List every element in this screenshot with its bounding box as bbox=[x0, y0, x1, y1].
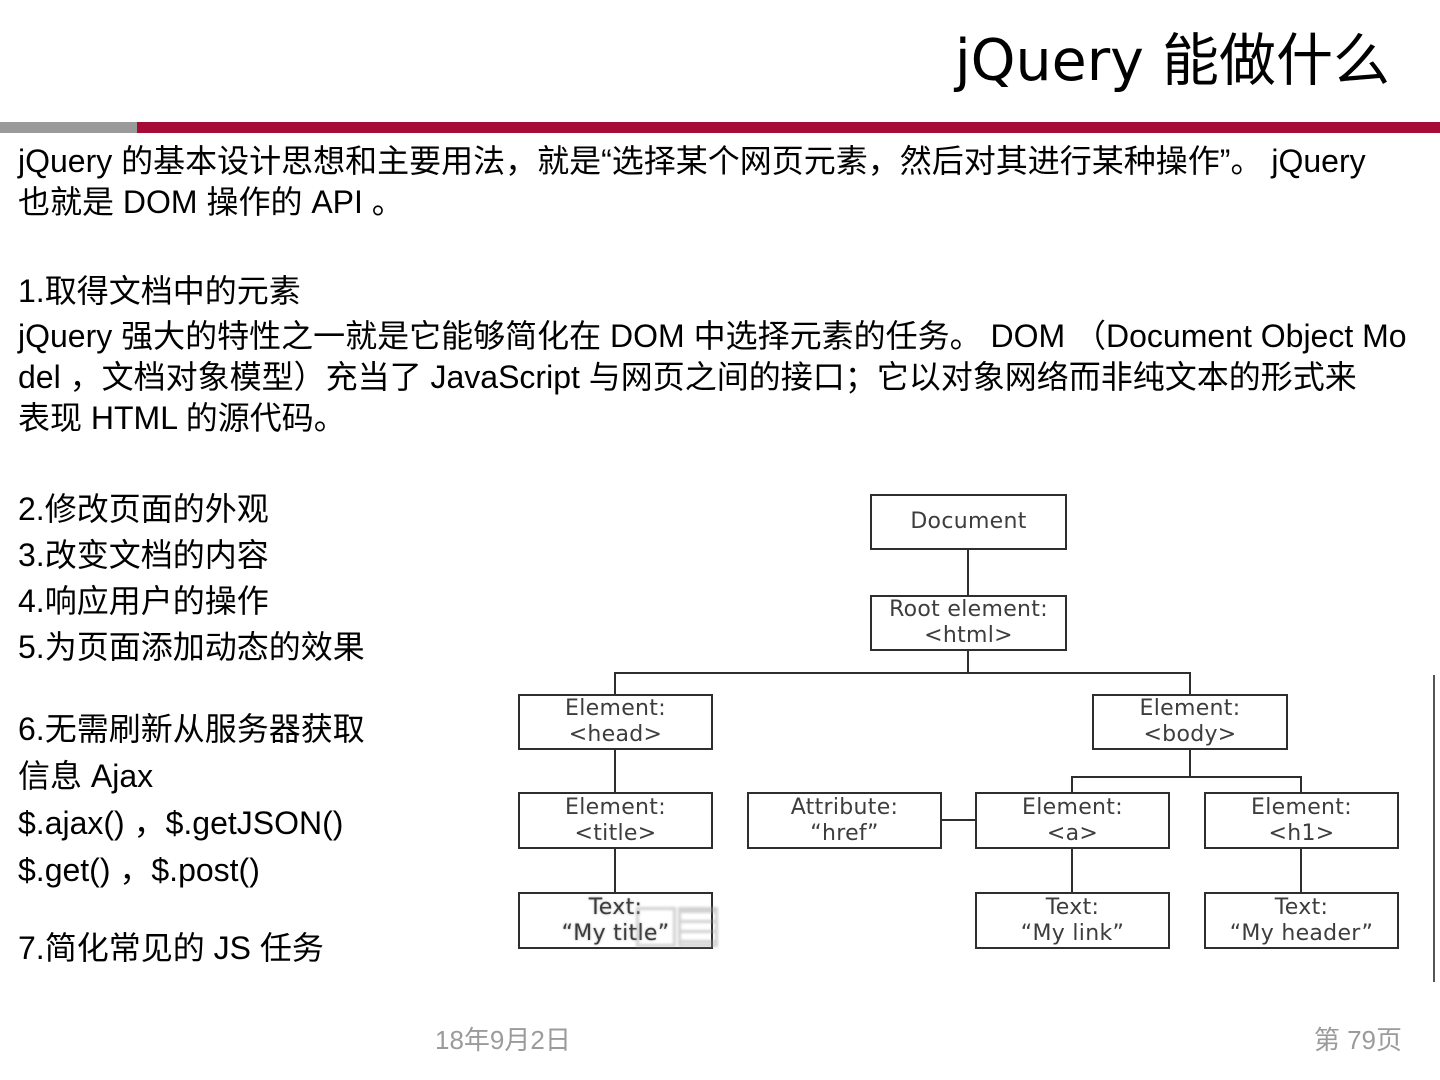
diagram-box-a: Element: <a> bbox=[975, 792, 1170, 849]
divider-red-segment bbox=[137, 122, 1440, 133]
box-label: <h1> bbox=[1268, 820, 1335, 846]
list-item: $.get() ，$.post() bbox=[18, 852, 260, 888]
feature-list-6: 6.无需刷新从服务器获取 信息 Ajax $.ajax() ，$.getJSON… bbox=[18, 706, 365, 894]
text-line: del ，文档对象模型）充当了 JavaScript 与网页之间的接口；它以对象… bbox=[18, 359, 1357, 395]
box-label: Element: bbox=[565, 696, 666, 721]
connector-line bbox=[1300, 776, 1302, 792]
box-label: <head> bbox=[568, 722, 663, 747]
section1-paragraph: jQuery 强大的特性之一就是它能够简化在 DOM 中选择元素的任务。 DOM… bbox=[18, 316, 1407, 439]
diagram-box-text-my-title: Text: “My title” bbox=[518, 892, 713, 949]
connector-line bbox=[1071, 776, 1073, 792]
diagram-box-root-element: Root element: <html> bbox=[870, 595, 1067, 651]
feature-list-2-5: 2.修改页面的外观 3.改变文档的内容 4.响应用户的操作 5.为页面添加动态的… bbox=[18, 486, 365, 670]
box-label: “href” bbox=[810, 820, 879, 846]
box-label: Element: bbox=[565, 794, 666, 820]
connector-line bbox=[1300, 848, 1302, 892]
connector-line bbox=[1189, 672, 1191, 694]
list-item: 3.改变文档的内容 bbox=[18, 537, 269, 573]
diagram-box-head: Element: <head> bbox=[518, 694, 713, 750]
box-label: Attribute: bbox=[790, 794, 899, 820]
page-title: jQuery 能做什么 bbox=[954, 28, 1390, 94]
connector-line bbox=[614, 672, 1191, 674]
box-label: Element: bbox=[1139, 696, 1241, 721]
box-label: “My title” bbox=[561, 920, 670, 946]
watermark-artifact bbox=[636, 903, 724, 947]
box-label: <title> bbox=[574, 820, 657, 846]
box-label: Element: bbox=[1022, 794, 1123, 820]
connector-line bbox=[614, 750, 616, 792]
title-divider bbox=[0, 122, 1440, 133]
diagram-box-h1: Element: <h1> bbox=[1204, 792, 1399, 849]
list-item: 6.无需刷新从服务器获取 bbox=[18, 711, 365, 747]
connector-line bbox=[967, 550, 969, 595]
list-item: 7.简化常见的 JS 任务 bbox=[18, 930, 324, 966]
box-label: “My header” bbox=[1229, 920, 1374, 946]
text-line: 1.取得文档中的元素 bbox=[18, 273, 301, 309]
connector-line bbox=[1071, 848, 1073, 892]
box-label: <html> bbox=[924, 623, 1013, 648]
text-line: 表现 HTML 的源代码。 bbox=[18, 400, 346, 436]
diagram-box-title: Element: <title> bbox=[518, 792, 713, 849]
footer-page-number: 第 79页 bbox=[1313, 1025, 1402, 1055]
footer-date: 18年9月2日 bbox=[435, 1025, 571, 1055]
box-label: Document bbox=[910, 509, 1027, 534]
feature-item-7: 7.简化常见的 JS 任务 bbox=[18, 928, 324, 969]
connector-line bbox=[940, 819, 977, 821]
text-line: 也就是 DOM 操作的 API 。 bbox=[18, 184, 404, 220]
text-line: jQuery 强大的特性之一就是它能够简化在 DOM 中选择元素的任务。 DOM… bbox=[18, 318, 1407, 354]
box-label: <body> bbox=[1143, 722, 1237, 747]
connector-line bbox=[1189, 750, 1191, 778]
list-item: 4.响应用户的操作 bbox=[18, 583, 269, 619]
diagram-box-attribute-href: Attribute: “href” bbox=[747, 792, 942, 849]
connector-line bbox=[614, 672, 616, 694]
connector-line bbox=[1071, 776, 1302, 778]
diagram-box-body: Element: <body> bbox=[1092, 694, 1288, 750]
list-item: 2.修改页面的外观 bbox=[18, 491, 269, 527]
box-label: <a> bbox=[1046, 820, 1099, 846]
section1-heading: 1.取得文档中的元素 bbox=[18, 271, 301, 312]
intro-paragraph: jQuery 的基本设计思想和主要用法，就是“选择某个网页元素，然后对其进行某种… bbox=[18, 141, 1366, 223]
text-line: jQuery 的基本设计思想和主要用法，就是“选择某个网页元素，然后对其进行某种… bbox=[18, 143, 1366, 179]
box-label: Root element: bbox=[889, 597, 1048, 622]
connector-line bbox=[614, 848, 616, 892]
diagram-box-text-my-header: Text: “My header” bbox=[1204, 892, 1399, 949]
diagram-box-text-my-link: Text: “My link” bbox=[975, 892, 1170, 949]
connector-line bbox=[967, 651, 969, 674]
diagram-box-document: Document bbox=[870, 494, 1067, 550]
list-item: $.ajax() ，$.getJSON() bbox=[18, 805, 344, 841]
box-label: Text: bbox=[1274, 894, 1329, 920]
box-label: Text: bbox=[1045, 894, 1100, 920]
list-item: 5.为页面添加动态的效果 bbox=[18, 629, 365, 665]
image-edge-artifact bbox=[1433, 675, 1435, 982]
list-item: 信息 Ajax bbox=[18, 758, 154, 794]
divider-gray-segment bbox=[0, 122, 137, 133]
box-label: “My link” bbox=[1020, 920, 1125, 946]
box-label: Text: bbox=[588, 894, 643, 920]
box-label: Element: bbox=[1251, 794, 1352, 820]
